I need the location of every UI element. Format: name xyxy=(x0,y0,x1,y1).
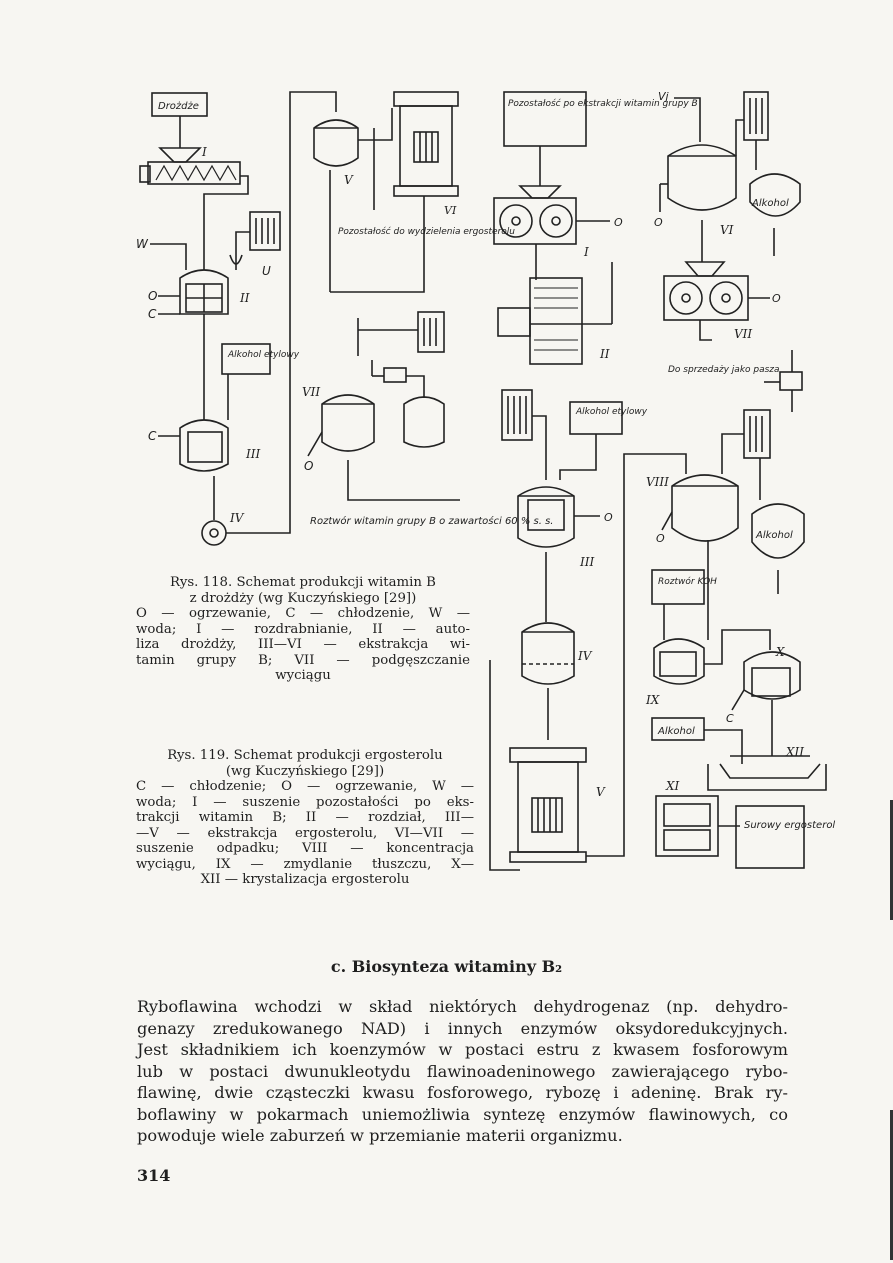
condenser-left xyxy=(501,389,533,441)
label-119-roman-XII: XII xyxy=(785,745,804,759)
label-roman-IV: IV xyxy=(229,511,245,525)
centrifuge-119-V xyxy=(517,761,579,853)
label-pozostalosc-vitB: Pozostałość po ekstrakcji witamin grupy … xyxy=(508,98,698,109)
condenser-119-VIII xyxy=(743,409,771,459)
label-roztwor: Roztwór witamin grupy B o zawartości 60 … xyxy=(310,515,553,527)
label-do-sprzedazy: Do sprzedaży jako pasza xyxy=(668,365,780,375)
label-alkohol-3: Alkohol xyxy=(657,726,695,737)
label-vj: Vj xyxy=(658,90,670,103)
label-w: W xyxy=(136,237,149,251)
figure-119-diagram: Pozostałość po ekstrakcji witamin grupy … xyxy=(489,90,835,871)
figure-119-caption: Rys. 119. Schemat produkcji ergosterolu … xyxy=(136,748,474,887)
label-o-vii: O xyxy=(304,459,313,473)
label-alkohol-1: Alkohol xyxy=(751,198,789,209)
label-alkohol-2: Alkohol xyxy=(755,530,793,541)
figure-118-caption: Rys. 118. Schemat produkcji witamin B z … xyxy=(136,575,470,683)
label-pozostalosc: Pozostałość do wydzielenia ergosterolu xyxy=(338,226,515,237)
label-o-viii: O xyxy=(656,532,665,545)
vessel-119-VI xyxy=(667,144,737,211)
alcohol-tank-1 xyxy=(749,173,801,217)
label-o-ii: O xyxy=(148,289,157,303)
label-119-roman-VII: VII xyxy=(734,327,752,341)
screw-grinder-I xyxy=(147,161,241,185)
label-roman-I: I xyxy=(201,145,207,159)
label-119-roman-IV: IV xyxy=(577,649,593,663)
page-number: 314 xyxy=(137,1166,171,1185)
vessel-119-III xyxy=(517,486,575,548)
label-119-roman-X: X xyxy=(775,645,785,659)
cooler-unit xyxy=(249,211,281,251)
condenser-VII xyxy=(417,311,445,353)
separator-II xyxy=(529,277,583,365)
section-heading: c. Biosynteza witaminy B₂ xyxy=(330,957,563,976)
label-o-i: O xyxy=(614,216,623,229)
body-paragraph: Ryboflawina wchodzi w skład niektórych d… xyxy=(137,997,788,1145)
vessel-III xyxy=(179,419,229,472)
vessel-V xyxy=(313,119,359,167)
vessel-119-IV xyxy=(521,622,575,685)
raw-ergosterol-box xyxy=(735,805,805,869)
label-o-vii-119: O xyxy=(772,292,781,305)
label-119-alkohol-etylowy: Alkohol etylowy xyxy=(575,407,648,417)
vessel-VII xyxy=(321,394,375,452)
label-119-roman-IX: IX xyxy=(645,693,660,707)
centrifuge-119-V-top xyxy=(509,747,587,763)
scan-edge-mark xyxy=(890,800,893,920)
label-119-roman-VIII: VIII xyxy=(646,475,669,489)
label-119-roman-I: I xyxy=(583,245,589,259)
svg-text:U: U xyxy=(262,264,271,278)
residue-input-box xyxy=(503,91,587,147)
label-roman-VII: VII xyxy=(302,385,320,399)
label-surowy-ergosterol: Surowy ergosterol xyxy=(744,820,835,831)
drum-dryer-VII xyxy=(663,275,749,321)
vessel-119-VIII xyxy=(671,474,739,542)
label-o-vi: O xyxy=(654,216,663,229)
label-roman-III: III xyxy=(245,447,260,461)
label-119-roman-VI: VI xyxy=(720,223,734,237)
koh-solution-box xyxy=(651,569,705,605)
label-alkohol-etylowy: Alkohol etylowy xyxy=(227,350,300,360)
label-119-roman-XI: XI xyxy=(665,779,680,793)
drum-dryer-I xyxy=(493,197,577,245)
alcohol-box-3 xyxy=(651,717,705,741)
ethyl-alcohol-box xyxy=(221,343,271,375)
label-c-ii: C xyxy=(148,307,157,321)
receiver-tank xyxy=(403,396,445,448)
scan-edge-mark xyxy=(890,1110,893,1260)
label-o-iii: O xyxy=(604,511,613,524)
label-c-iii: C xyxy=(148,429,157,443)
label-119-roman-II: II xyxy=(599,347,610,361)
vessel-II xyxy=(179,269,229,315)
label-drozdze: Drożdże xyxy=(158,101,199,112)
alcohol-tank-2 xyxy=(751,503,805,559)
vessel-119-IX xyxy=(653,638,705,685)
figure-118-diagram: Drożdże I U W II O C Alkohol etylowy III… xyxy=(136,91,553,546)
label-c-x: C xyxy=(726,712,734,725)
label-roman-V: V xyxy=(344,173,354,187)
label-119-roman-III: III xyxy=(579,555,594,569)
label-roman-II: II xyxy=(239,291,250,305)
label-roman-VI: VI xyxy=(444,204,457,217)
label-119-roman-V: V xyxy=(596,785,606,799)
label-roztwor-koh: Roztwór KOH xyxy=(658,576,717,587)
